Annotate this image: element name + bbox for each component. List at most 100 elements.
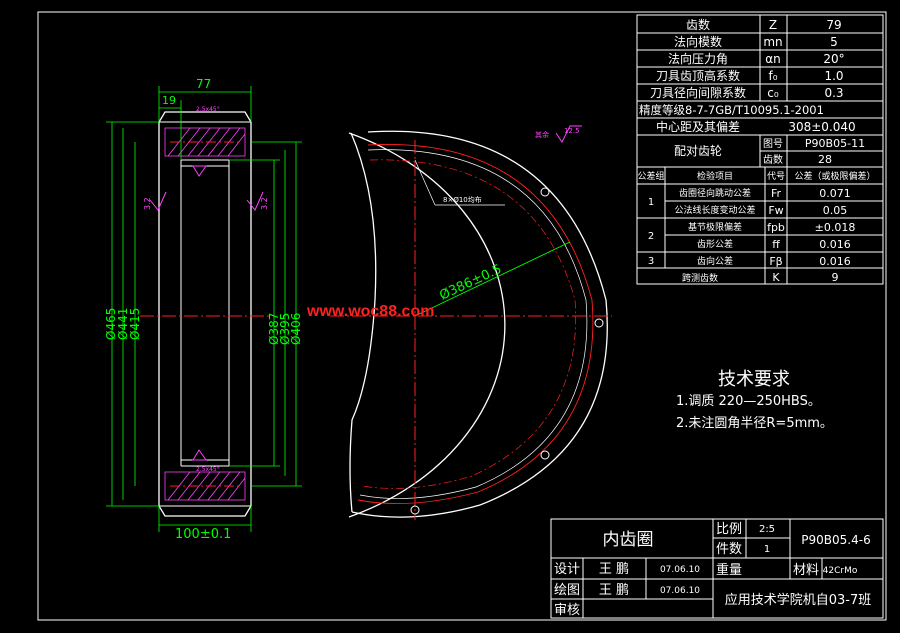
header-code: 代号 — [767, 171, 785, 182]
drawing-frame — [37, 11, 887, 621]
draw-name: 王 鹏 — [599, 583, 629, 598]
dim-hub: 19 — [162, 94, 176, 107]
datum-top-icon — [192, 165, 207, 177]
check-item-2: 基节极限偏差 — [688, 221, 742, 233]
material-label: 材料 — [793, 563, 819, 578]
check-sym-1: Fw — [768, 204, 783, 217]
check-item-1: 公法线长度变动公差 — [674, 204, 755, 216]
bolt-hole — [540, 450, 550, 460]
design-name: 王 鹏 — [599, 562, 629, 577]
dia-outer-1: Ø465 — [104, 308, 118, 340]
bolt-hole — [594, 318, 604, 328]
holes-note: 8×Ø10均布 — [443, 195, 482, 204]
check-item-0: 齿圈径向跳动公差 — [679, 187, 751, 199]
param-name-1: 法向模数 — [674, 34, 722, 49]
datum-bottom-icon — [192, 449, 207, 461]
param-sym-3: f₀ — [768, 69, 777, 83]
roughness-other-value: 12.5 — [564, 127, 580, 135]
title-block: 内齿圈 比例 2:5 件数 1 P90B05.4-6 重量 材料 42CrMo … — [550, 518, 884, 619]
param-sym-2: αn — [765, 52, 781, 66]
design-date: 07.06.10 — [660, 565, 700, 575]
mating-teeth-value: 28 — [818, 153, 832, 166]
material-value: 42CrMo — [823, 566, 858, 576]
qty-value: 1 — [764, 544, 770, 555]
check-val-2: ±0.018 — [815, 221, 856, 234]
param-name-0: 齿数 — [686, 17, 710, 32]
weight-label: 重量 — [716, 562, 742, 578]
dia-inner-1: Ø387 — [267, 313, 281, 345]
group-3: 3 — [648, 256, 654, 267]
dia-outer-2: Ø441 — [116, 308, 130, 340]
design-label: 设计 — [554, 562, 580, 577]
check-sym-4: Fβ — [769, 255, 782, 268]
section-view: 77 19 100±0.1 2.5x45° 2.5x45° Ø465 Ø441 … — [104, 77, 303, 542]
span-teeth-val: 9 — [832, 271, 839, 284]
bolt-hole — [540, 187, 550, 197]
check-sym-3: ff — [772, 238, 780, 251]
mating-teeth-label: 齿数 — [763, 153, 783, 166]
scale-value: 2:5 — [759, 524, 775, 535]
span-teeth-sym: K — [772, 271, 780, 284]
chamfer-bottom: 2.5x45° — [196, 466, 220, 473]
param-val-2: 20° — [823, 52, 844, 66]
qty-label: 件数 — [716, 542, 742, 557]
check-label: 审核 — [554, 603, 580, 618]
tech-title: 技术要求 — [718, 369, 790, 390]
param-val-0: 79 — [826, 18, 841, 32]
roughness-right-icon — [246, 191, 264, 211]
tech-item-2: 2.未注圆角半径R=5mm。 — [676, 416, 833, 431]
param-sym-0: Z — [769, 18, 777, 32]
roughness-other-icon — [555, 125, 582, 143]
param-val-1: 5 — [830, 35, 838, 49]
mating-code-label: 图号 — [763, 138, 783, 150]
roughness-left-icon — [149, 191, 167, 211]
param-sym-4: c₀ — [767, 86, 779, 100]
group-1: 1 — [648, 197, 654, 208]
check-val-3: 0.016 — [819, 238, 851, 251]
draw-date: 07.06.10 — [660, 586, 700, 596]
check-sym-0: Fr — [771, 187, 782, 200]
parameter-table: 齿数 Z 79 法向模数 mn 5 法向压力角 αn 20° 刀具齿顶高系数 f… — [636, 14, 884, 285]
school-name: 应用技术学院机自03-7班 — [725, 592, 872, 608]
accuracy-grade: 精度等级8-7-7GB/T10095.1-2001 — [639, 103, 824, 117]
technical-requirements: 技术要求 1.调质 220—250HBS。 2.未注圆角半径R=5mm。 — [676, 369, 833, 431]
param-val-3: 1.0 — [824, 69, 843, 83]
scale-label: 比例 — [716, 522, 742, 537]
check-val-1: 0.05 — [823, 204, 848, 217]
check-val-0: 0.071 — [819, 187, 851, 200]
dim-width-bottom: 100±0.1 — [175, 527, 231, 542]
header-item: 检验项目 — [697, 170, 733, 182]
draw-label: 绘图 — [554, 583, 580, 598]
dia-outer-3: Ø415 — [128, 308, 142, 340]
param-name-2: 法向压力角 — [668, 51, 728, 66]
chamfer-top: 2.5x45° — [196, 106, 220, 113]
header-tol: 公差（或极限偏差） — [794, 170, 875, 182]
rough-right-value: 3.2 — [260, 197, 269, 210]
tech-item-1: 1.调质 220—250HBS。 — [676, 394, 821, 409]
check-item-3: 齿形公差 — [697, 238, 733, 250]
dia-inner-2: Ø395 — [278, 313, 292, 345]
center-distance-label: 中心距及其偏差 — [656, 119, 740, 134]
check-sym-2: fpb — [767, 221, 785, 234]
group-2: 2 — [648, 231, 654, 242]
span-teeth-label: 跨测齿数 — [682, 272, 718, 284]
check-val-4: 0.016 — [819, 255, 851, 268]
dia-inner-3: Ø406 — [289, 313, 303, 345]
bolt-hole — [410, 505, 420, 515]
watermark: www.woc88.com — [306, 303, 434, 320]
mating-gear-label: 配对齿轮 — [674, 144, 722, 158]
param-name-3: 刀具齿顶高系数 — [656, 68, 740, 83]
center-distance-value: 308±0.040 — [788, 120, 855, 134]
header-group: 公差组 — [637, 170, 664, 182]
rough-left-value: 3.2 — [143, 197, 152, 210]
drawing-number: P90B05.4-6 — [801, 533, 870, 547]
part-name: 内齿圈 — [603, 530, 654, 550]
check-item-4: 齿向公差 — [697, 255, 733, 267]
mating-code-value: P90B05-11 — [805, 137, 865, 150]
roughness-note: 其余 — [535, 130, 549, 139]
param-name-4: 刀具径向间隙系数 — [650, 85, 746, 100]
dim-width-top: 77 — [196, 77, 211, 91]
param-val-4: 0.3 — [824, 86, 843, 100]
param-sym-1: mn — [763, 35, 782, 49]
